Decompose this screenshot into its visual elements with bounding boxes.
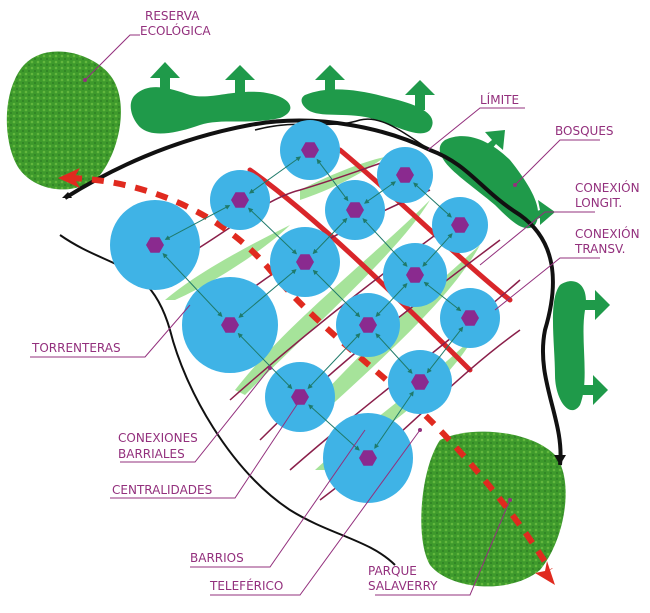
centralidad-hexagon-icon bbox=[396, 167, 414, 183]
conexion-barrial-arrow bbox=[426, 326, 464, 374]
conexion-barrial-arrow bbox=[308, 404, 360, 451]
teleferico-arrow-end-icon bbox=[535, 561, 555, 585]
centralidad-hexagon-icon bbox=[461, 310, 479, 326]
label-centralidades: CENTRALIDADES bbox=[112, 483, 212, 497]
centralidad-hexagon-icon bbox=[411, 374, 429, 390]
label-transv-1: CONEXIÓN bbox=[575, 226, 640, 241]
limite-arrow-icon bbox=[554, 455, 566, 465]
barrios bbox=[110, 120, 500, 503]
conexion-barrial-arrow bbox=[237, 332, 293, 390]
conexion-barrial-arrow bbox=[312, 269, 361, 318]
conexion-barrial-arrow bbox=[422, 233, 453, 267]
conexion-barrial-arrow bbox=[375, 333, 413, 374]
conexion-barrial-arrow bbox=[374, 391, 414, 449]
label-parque-1: PARQUE bbox=[368, 564, 417, 578]
centralidad-hexagon-icon bbox=[359, 317, 377, 333]
centralidad-hexagon-icon bbox=[346, 202, 364, 218]
centralidad-hexagon-icon bbox=[146, 237, 164, 253]
centralidad-hexagon-icon bbox=[296, 254, 314, 270]
centralidad-hexagon-icon bbox=[451, 217, 469, 233]
conexion-barrial-arrow bbox=[375, 283, 408, 317]
conexion-barrial-arrow bbox=[238, 269, 297, 318]
centralidad-hexagon-icon bbox=[359, 450, 377, 466]
label-conexiones-1: CONEXIONES bbox=[118, 431, 198, 445]
bosques bbox=[130, 62, 610, 411]
centralidad-hexagon-icon bbox=[221, 317, 239, 333]
conexion-barrial-arrow bbox=[316, 158, 349, 202]
label-conexiones-2: BARRIALES bbox=[118, 447, 185, 461]
conexion-barrial-arrow bbox=[248, 156, 302, 194]
conexion-barrial-arrow bbox=[413, 182, 452, 218]
label-teleferico: TELEFÉRICO bbox=[209, 578, 283, 593]
conexion-barrial-arrow bbox=[164, 205, 231, 240]
labels: RESERVA ECOLÓGICA LÍMITE BOSQUES CONEXIÓ… bbox=[30, 9, 640, 596]
label-parque-2: SALAVERRY bbox=[368, 579, 438, 593]
label-bosques: BOSQUES bbox=[555, 124, 614, 138]
centralidad-hexagon-icon bbox=[291, 389, 309, 405]
teleferico-line bbox=[69, 175, 553, 572]
centralidad-hexagon-icon bbox=[301, 142, 319, 158]
conexion-barrial-arrow bbox=[362, 218, 408, 267]
conexion-barrial-arrow bbox=[423, 281, 462, 312]
label-transv-2: TRANSV. bbox=[574, 242, 625, 256]
conexion-barrial-arrow bbox=[364, 181, 396, 204]
label-limite: LÍMITE bbox=[480, 92, 519, 107]
label-longit-1: CONEXIÓN bbox=[575, 180, 640, 195]
limite-line bbox=[63, 118, 563, 466]
centralidad-hexagon-icon bbox=[406, 267, 424, 283]
label-torrenteras: TORRENTERAS bbox=[31, 341, 121, 355]
conexion-barrial-arrow bbox=[312, 217, 348, 255]
label-reserva-2: ECOLÓGICA bbox=[140, 23, 211, 38]
conexion-barrial-arrow bbox=[307, 332, 361, 390]
label-reserva-1: RESERVA bbox=[145, 9, 200, 23]
conexion-barrial-arrow bbox=[162, 253, 223, 317]
parque-salaverry-area bbox=[421, 431, 566, 587]
label-longit-2: LONGIT. bbox=[575, 196, 622, 210]
label-barrios: BARRIOS bbox=[190, 551, 244, 565]
centralidad-hexagon-icon bbox=[231, 192, 249, 208]
reserva-ecologica-area bbox=[6, 51, 121, 190]
teleferico-arrow-start-icon bbox=[58, 168, 80, 188]
conexion-barrial-arrow bbox=[247, 207, 298, 255]
